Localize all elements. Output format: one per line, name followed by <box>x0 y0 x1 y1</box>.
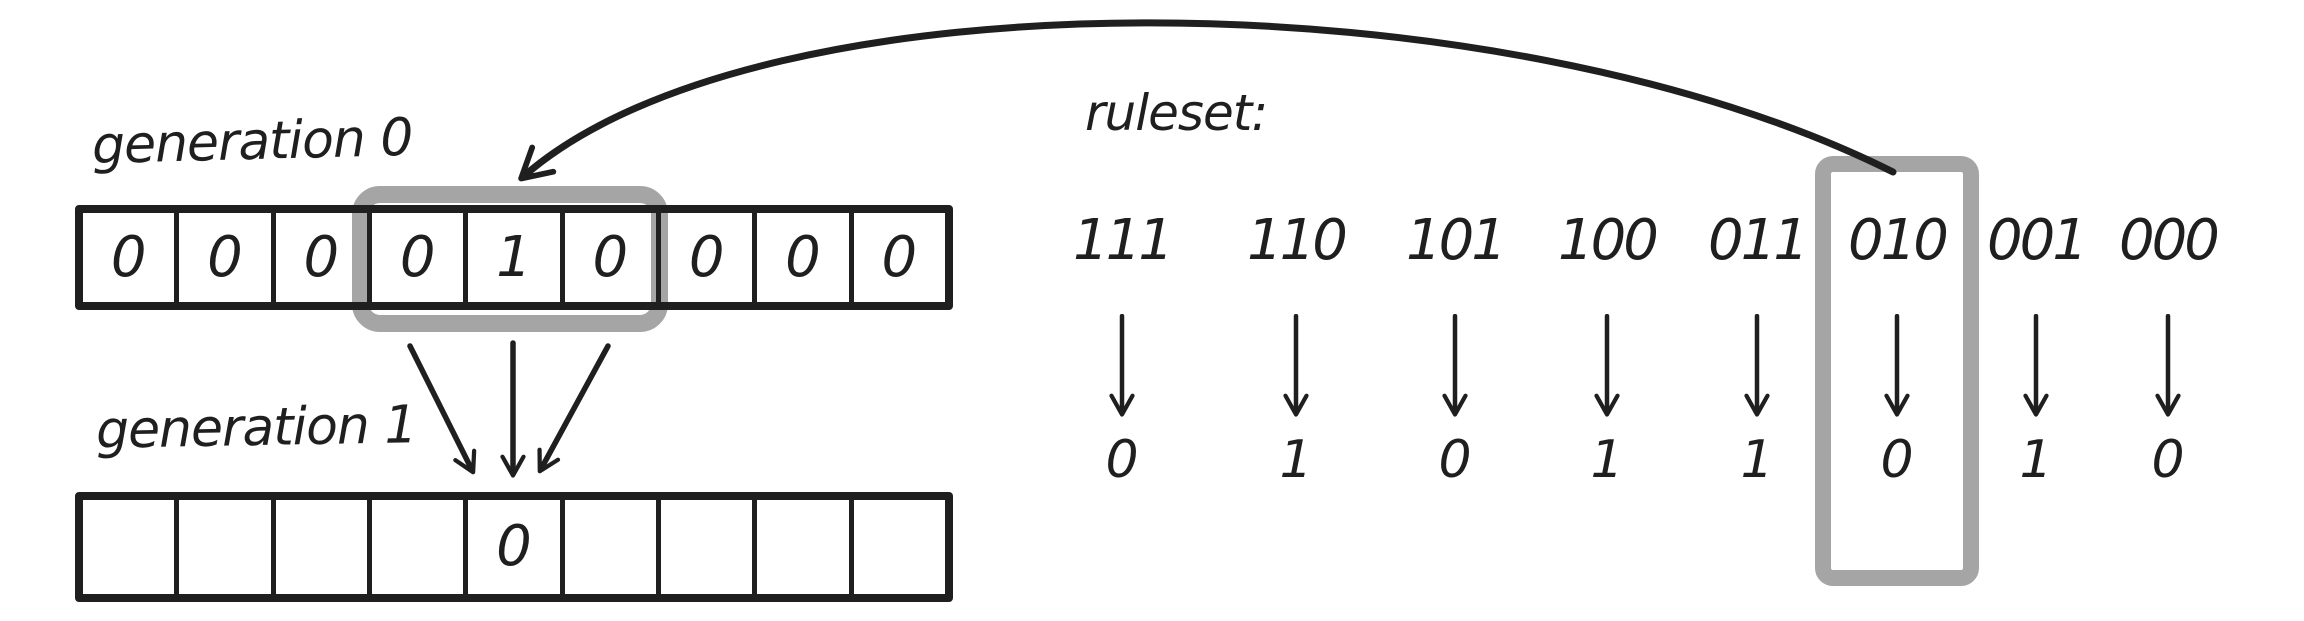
generation1-cell-5 <box>559 500 656 594</box>
generation1-cell-6 <box>655 500 752 594</box>
rule-down-arrow <box>1283 314 1309 417</box>
generation0-cell-1: 0 <box>174 213 270 302</box>
generation0-cell-4: 1 <box>463 213 559 302</box>
generation0-cell-8: 0 <box>848 213 945 302</box>
rule-down-arrow <box>1109 314 1135 417</box>
rule-down-arrow <box>2023 314 2049 417</box>
rule-result: 0 <box>1438 430 1472 490</box>
generation0-cell-0: 0 <box>110 224 147 290</box>
generation1-cell-8 <box>848 500 945 594</box>
rule-pattern: 100 <box>1558 208 1659 273</box>
rule-result: 0 <box>1880 430 1914 490</box>
generation1-cell-1 <box>174 500 270 594</box>
rule-down-arrow <box>2155 314 2181 417</box>
generation1-cell-2 <box>270 500 367 594</box>
generation1-row: 0 <box>75 492 953 602</box>
generation0-cell-6: 0 <box>655 213 752 302</box>
rule-pattern: 000 <box>2119 208 2220 273</box>
rule-down-arrow <box>1442 314 1468 417</box>
neighborhood-left-arrow <box>407 343 477 475</box>
rule-down-arrow <box>1744 314 1770 417</box>
rule-result: 1 <box>2019 430 2053 490</box>
generation1-cell-4: 0 <box>463 500 559 594</box>
generation1-label: generation 1 <box>95 395 417 461</box>
generation0-label: generation 0 <box>91 107 414 177</box>
rule-pattern: 101 <box>1406 208 1507 273</box>
rule-pattern: 011 <box>1708 208 1809 273</box>
rule-down-arrow <box>1594 314 1620 417</box>
rule-result: 0 <box>1105 430 1139 490</box>
generation1-cell-0 <box>83 500 174 594</box>
rule-pattern: 111 <box>1073 208 1174 273</box>
generation0-cell-3: 0 <box>366 213 463 302</box>
rule-result: 0 <box>2151 430 2185 490</box>
neighborhood-right-arrow <box>537 343 611 474</box>
rule-pattern: 001 <box>1987 208 2088 273</box>
rule-result: 1 <box>1279 430 1313 490</box>
rule-down-arrow <box>1884 314 1910 417</box>
generation1-cell-3 <box>366 500 463 594</box>
rule-pattern: 110 <box>1247 208 1348 273</box>
highlighted-rule-outline <box>1815 156 1979 586</box>
generation0-cell-7: 0 <box>752 213 848 302</box>
generation0-cell-5: 0 <box>559 213 656 302</box>
generation1-cell-7 <box>752 500 848 594</box>
generation0-neighborhood-highlight <box>352 186 668 332</box>
rule-result: 1 <box>1590 430 1624 490</box>
ruleset-label: ruleset: <box>1085 84 1268 142</box>
rule-pattern: 010 <box>1848 208 1949 273</box>
rule-result: 1 <box>1740 430 1774 490</box>
generation0-cell-2: 0 <box>270 213 367 302</box>
